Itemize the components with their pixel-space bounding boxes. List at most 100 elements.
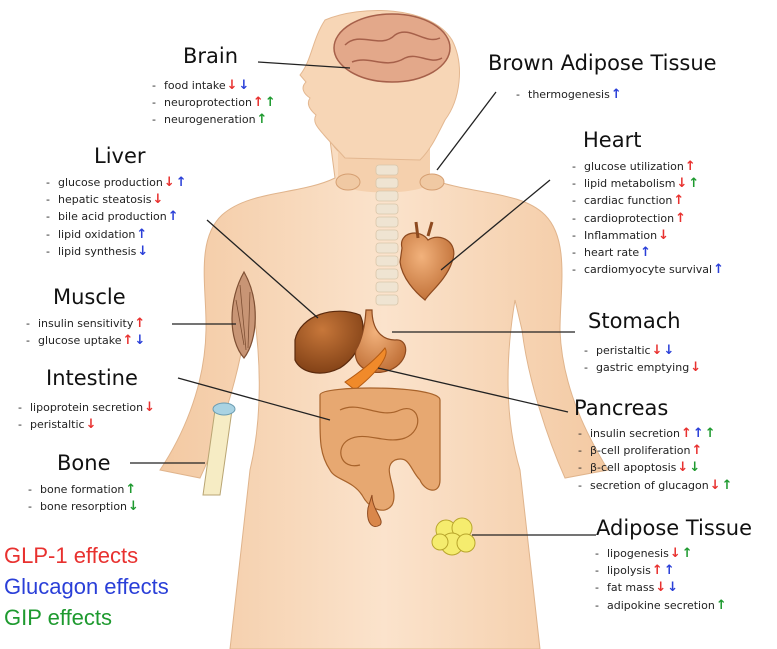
effect-text: glucose utilization <box>584 160 684 173</box>
bullet-dash: - <box>152 96 156 110</box>
organ-title-stomach: Stomach <box>588 309 681 333</box>
bullet-dash: - <box>46 176 50 189</box>
effect-list-liver: -glucose production ↓ ↑ -hepatic steatosis↓… <box>46 174 187 260</box>
effect-text: bone resorption <box>40 500 128 514</box>
effect-text: lipolysis <box>607 564 651 578</box>
effect-item: -thermogenesis↑ <box>516 86 622 103</box>
bullet-dash: - <box>572 245 576 259</box>
effect-text: glucose production <box>58 176 163 189</box>
effect-text: hepatic steatosis <box>58 193 152 207</box>
heart-drawing <box>399 232 455 301</box>
bullet-dash: - <box>572 194 576 208</box>
bullet-dash: - <box>578 461 582 475</box>
effect-list-brown-adipose: -thermogenesis↑ <box>516 86 622 103</box>
effect-item: -lipoprotein secretion↓ <box>18 399 155 416</box>
effect-item: -peristaltic↓ <box>18 416 155 433</box>
arrow-up-icon: ↑ <box>125 482 137 497</box>
effect-item: -cardiac function↑ <box>572 192 724 209</box>
arrow-down-icon: ↓ <box>152 192 164 208</box>
effect-text: neurogeneration <box>164 113 256 127</box>
effect-list-adipose: -lipogenesis↓↑-lipolysis↑↑-fat mass↓↓-ad… <box>595 545 727 614</box>
effect-text: lipoprotein secretion <box>30 401 144 414</box>
brown-adipose-drawing <box>335 173 361 191</box>
organ-title-heart: Heart <box>583 128 642 152</box>
adipose-drawing <box>431 517 476 556</box>
bullet-dash: - <box>572 263 576 277</box>
bullet-dash: - <box>578 427 582 440</box>
bullet-dash: - <box>152 113 156 127</box>
effect-item: -bone resorption↓ <box>28 498 139 515</box>
arrow-up-icon: ↑ <box>675 210 686 226</box>
organ-title-muscle: Muscle <box>53 285 126 309</box>
arrow-up-icon: ↑ <box>721 477 733 493</box>
effect-text: insulin sensitivity <box>38 317 134 330</box>
effect-list-heart: -glucose utilization↑-lipid metabolism↓↑… <box>572 158 724 278</box>
effect-text: β-cell proliferation <box>590 444 691 458</box>
bullet-dash: - <box>584 361 588 375</box>
arrow-up-icon: ↑ <box>673 193 685 209</box>
bullet-dash: - <box>28 500 32 514</box>
arrow-up-icon: ↑ <box>136 226 148 242</box>
bullet-dash: - <box>572 160 576 173</box>
effect-item: -β-cell apoptosis↓↓ <box>578 459 733 476</box>
legend-gip: GIP effects <box>4 605 113 630</box>
organ-title-pancreas: Pancreas <box>574 396 669 420</box>
arrow-down-icon: ↓ <box>85 417 97 433</box>
arrow-down-icon: ↓ <box>144 400 155 415</box>
arrow-down-icon: ↓ <box>676 176 688 192</box>
bullet-dash: - <box>595 547 599 560</box>
effect-text: secretion of glucagon <box>590 478 709 492</box>
arrow-up-icon: ↑ <box>252 95 264 111</box>
bullet-dash: - <box>595 564 599 578</box>
effect-item: -neurogeneration↑ <box>152 111 276 128</box>
arrow-up-icon: ↑ <box>704 426 716 441</box>
bullet-dash: - <box>595 581 599 595</box>
effect-text: food intake <box>164 79 226 92</box>
effect-text: glucose uptake <box>38 334 122 348</box>
arrow-up-icon: ↑ <box>610 87 622 102</box>
arrow-down-icon: ↓ <box>658 227 670 243</box>
arrow-down-icon: ↓ <box>709 477 721 493</box>
effect-text: heart rate <box>584 245 640 259</box>
bullet-dash: - <box>152 79 156 92</box>
effect-text: peristaltic <box>30 418 85 432</box>
bullet-dash: - <box>18 418 22 432</box>
effect-item: -lipid metabolism↓↑ <box>572 175 724 192</box>
arrow-up-icon: ↑ <box>691 443 703 459</box>
organ-title-intestine: Intestine <box>46 366 138 390</box>
effect-text: cardioprotection <box>584 211 675 225</box>
bullet-dash: - <box>46 193 50 207</box>
arrow-down-icon: ↓ <box>690 360 702 376</box>
bullet-dash: - <box>595 598 599 612</box>
bullet-dash: - <box>584 344 588 357</box>
effect-item: -bile acid production↑ <box>46 208 187 225</box>
bullet-dash: - <box>578 478 582 492</box>
effect-item: -insulin sensitivity↑ <box>26 315 145 332</box>
effect-text: neuroprotection <box>164 96 252 110</box>
arrow-up-icon: ↑ <box>692 426 704 441</box>
bullet-dash: - <box>572 211 576 225</box>
effect-text: bile acid production <box>58 210 167 224</box>
effect-item: -hepatic steatosis↓ <box>46 191 187 208</box>
effect-text: cardiac function <box>584 194 673 208</box>
bullet-dash: - <box>26 317 30 330</box>
bullet-dash: - <box>572 228 576 242</box>
legend-glucagon: Glucagon effects <box>4 574 169 599</box>
organ-title-liver: Liver <box>94 144 146 168</box>
effect-item: -insulin secretion↑↑↑ <box>578 425 733 442</box>
effect-item: -cardiomyocyte survival↑ <box>572 261 724 278</box>
organ-title-bone: Bone <box>57 451 111 475</box>
effect-list-brain: -food intake↓↓-neuroprotection↑↑-neuroge… <box>152 77 276 129</box>
arrow-up-icon: ↑ <box>122 333 134 349</box>
effect-text: lipid oxidation <box>58 227 136 241</box>
arrow-down-icon: ↓ <box>226 78 238 93</box>
effect-item: -lipid synthesis↓ <box>46 243 187 260</box>
arrow-down-icon: ↓ <box>669 546 681 561</box>
effect-text: cardiomyocyte survival <box>584 263 713 277</box>
effect-text: peristaltic <box>596 344 651 357</box>
muscle-drawing <box>231 270 256 359</box>
effect-item: -Inflammation↓ <box>572 227 724 244</box>
effect-item: -secretion of glucagon↓↑ <box>578 477 733 494</box>
effect-item: -lipid oxidation↑ <box>46 226 187 243</box>
organ-title-brain: Brain <box>183 44 239 68</box>
